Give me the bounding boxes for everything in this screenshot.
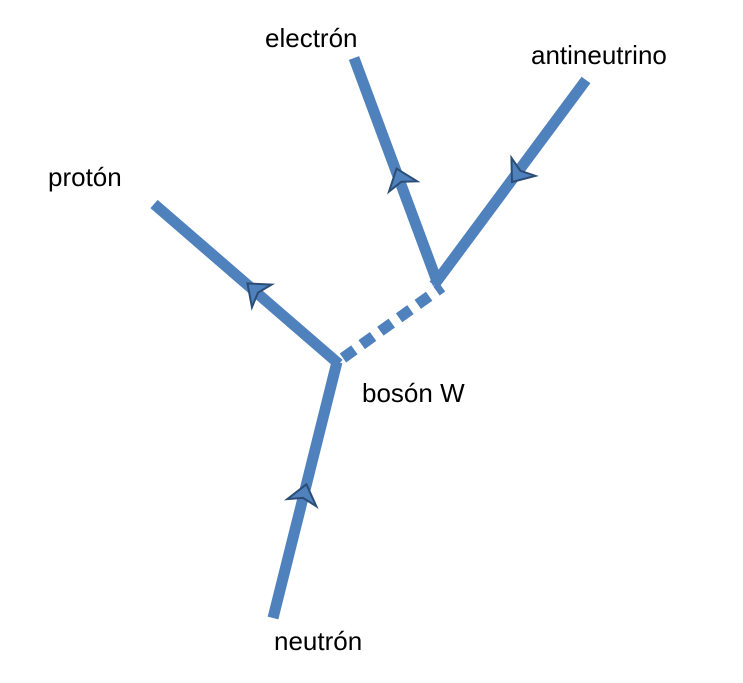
w-boson-line (339, 282, 446, 363)
antineutrino-arrow-icon (510, 154, 539, 184)
electron-label: electrón (265, 23, 358, 53)
neutron-arrow-icon (284, 482, 319, 510)
boson-label: bosón W (362, 378, 465, 408)
proton-label: protón (48, 162, 122, 192)
antineutrino-label: antineutrino (531, 40, 667, 70)
neutron-label: neutrón (274, 626, 362, 656)
proton-arrow-icon (246, 282, 276, 311)
electron-arrow-icon (386, 167, 421, 195)
proton-line (150, 199, 343, 369)
antineutrino-line (429, 76, 591, 289)
